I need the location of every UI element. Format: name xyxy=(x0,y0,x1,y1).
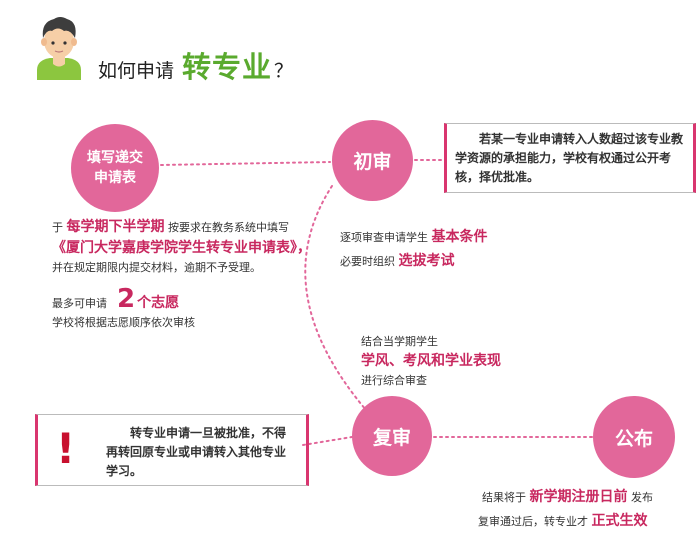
connector-first-second xyxy=(304,185,367,411)
publish-info-effective: 正式生效 xyxy=(591,513,648,529)
warning-text: 转专业申请一旦被批准，不得再转回原专业或申请转入其他专业学习。 xyxy=(106,426,287,478)
first-review-line1-pre: 逐项审查申请学生 xyxy=(340,231,428,244)
apply-choices-unit: 个志愿 xyxy=(137,295,180,311)
page-title-suffix: ？ xyxy=(274,60,294,82)
node-apply-line2: 申请表 xyxy=(94,170,136,186)
node-publish: 公布 xyxy=(593,396,675,478)
apply-choices-number: 2 xyxy=(117,284,136,314)
apply-choices: 最多可申请 2 个志愿 xyxy=(52,284,179,314)
apply-form-name: 《厦门大学嘉庚学院学生转专业申请表》， xyxy=(52,240,311,256)
first-review-line2: 必要时组织 选拔考试 xyxy=(340,250,455,270)
publish-info-line1: 结果将于 新学期注册日前 发布 xyxy=(482,486,653,506)
apply-info-line3: 并在规定期限内提交材料，逾期不予受理。 xyxy=(52,261,261,274)
first-review-basic-conditions: 基本条件 xyxy=(431,229,488,245)
second-review-line1: 结合当学期学生 xyxy=(361,335,438,348)
publish-info-line1-pre: 结果将于 xyxy=(482,491,526,504)
page-title-prefix: 如何申请 xyxy=(98,60,175,82)
node-apply: 填写递交 申请表 xyxy=(71,124,159,212)
capacity-note-box xyxy=(444,123,696,193)
publish-info-line1-post: 发布 xyxy=(631,491,653,504)
second-review-line3: 进行综合审查 xyxy=(361,374,427,387)
first-review-exam: 选拔考试 xyxy=(398,253,455,269)
exclamation-icon: ! xyxy=(56,424,76,473)
capacity-note-text: 若某一专业申请转入人数超过该专业教学资源的承担能力，学校有权通过公开考核，择优批… xyxy=(455,132,684,184)
apply-info-line1-pre: 于 xyxy=(52,221,63,234)
publish-info-line2: 复审通过后，转专业才 正式生效 xyxy=(478,510,648,530)
node-second-review: 复审 xyxy=(352,396,432,476)
first-review-line2-pre: 必要时组织 xyxy=(340,255,395,268)
node-first-review: 初审 xyxy=(332,120,413,201)
publish-info-line2-pre: 复审通过后，转专业才 xyxy=(478,515,588,528)
student-avatar-icon xyxy=(37,17,81,80)
apply-choices-note: 学校将根据志愿顺序依次审核 xyxy=(52,316,195,329)
connector-warning-second xyxy=(302,436,353,446)
node-apply-line1: 填写递交 xyxy=(87,150,143,166)
publish-info-date: 新学期注册日前 xyxy=(529,489,628,505)
apply-info-semester: 每学期下半学期 xyxy=(66,219,165,235)
page-title-highlight: 转专业 xyxy=(182,50,273,84)
apply-info-line1: 于 每学期下半学期 按要求在教务系统中填写 xyxy=(52,216,289,236)
connector-apply-first xyxy=(160,161,331,166)
warning-box xyxy=(35,414,309,486)
apply-info-line1-post: 按要求在教务系统中填写 xyxy=(168,221,289,234)
apply-choices-pre: 最多可申请 xyxy=(52,297,107,310)
first-review-line1: 逐项审查申请学生 基本条件 xyxy=(340,226,488,246)
second-review-performance: 学风、考风和学业表现 xyxy=(361,353,501,369)
